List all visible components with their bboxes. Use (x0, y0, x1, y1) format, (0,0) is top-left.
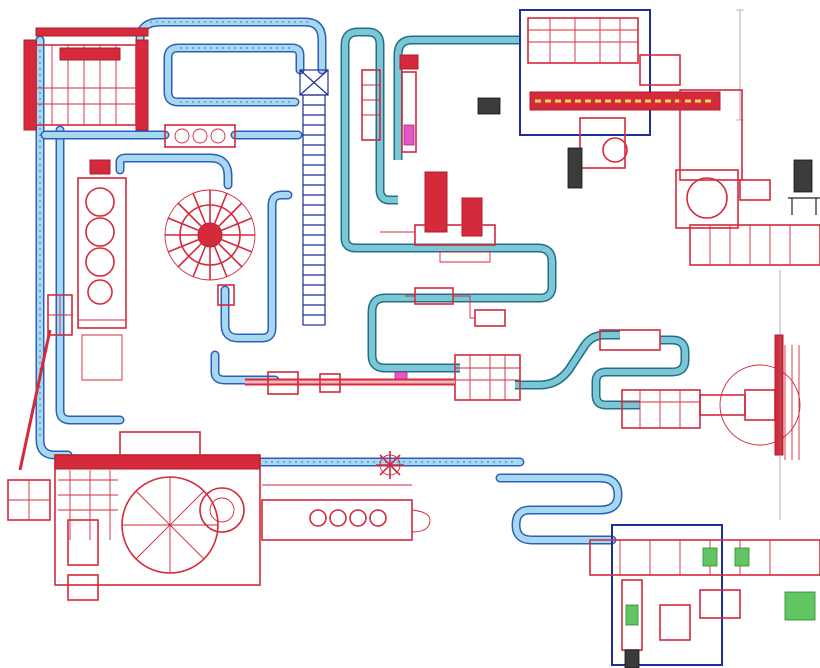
bottom-packer-line (261, 484, 431, 541)
labeler-right (599, 329, 746, 429)
filler-outlet-unit (217, 284, 235, 306)
pallet-jack-icon (567, 147, 583, 189)
dimension-line-top-right (736, 9, 744, 121)
inspection-red-1 (267, 371, 299, 395)
blow-molder-filler-block (54, 431, 261, 586)
machine-bottom-small (67, 574, 99, 601)
rotary-filler (164, 189, 256, 281)
bottom-rotary-unit (376, 451, 404, 479)
pink-unit (399, 54, 419, 153)
conveyor-teal-right-curve (515, 330, 620, 390)
machines (7, 9, 820, 668)
pallet-stack-icon (788, 159, 820, 215)
conveyor-lower-loop (210, 350, 280, 385)
pallet-wrapper-right (719, 334, 801, 460)
forklift-icon (477, 97, 501, 115)
transfer-line-diagonal (18, 329, 52, 471)
machine-center-2 (474, 309, 506, 327)
elevator-top-head (299, 69, 329, 96)
palletizing-cell-bottom-right (589, 524, 820, 668)
mixer-unit (414, 224, 496, 246)
conveyor-teal-top (340, 27, 398, 205)
pasteurizer-unit (454, 354, 521, 401)
conveyor-upper-serpentine (163, 43, 305, 107)
stretch-wrapper-cell (675, 89, 820, 266)
conveyor-filler-loop (115, 153, 233, 190)
tank-large (424, 171, 448, 233)
packer-top-right (519, 9, 721, 169)
inspection-red-2 (319, 373, 341, 393)
tank-small (461, 197, 483, 237)
labeler-vertical (361, 69, 381, 141)
capper-unit (164, 124, 236, 148)
conveyor-teal-network (340, 27, 690, 410)
rinser-unit (77, 159, 127, 381)
conveyor-network (35, 17, 623, 545)
depalletizer (23, 27, 149, 131)
vertical-elevator (302, 94, 326, 326)
